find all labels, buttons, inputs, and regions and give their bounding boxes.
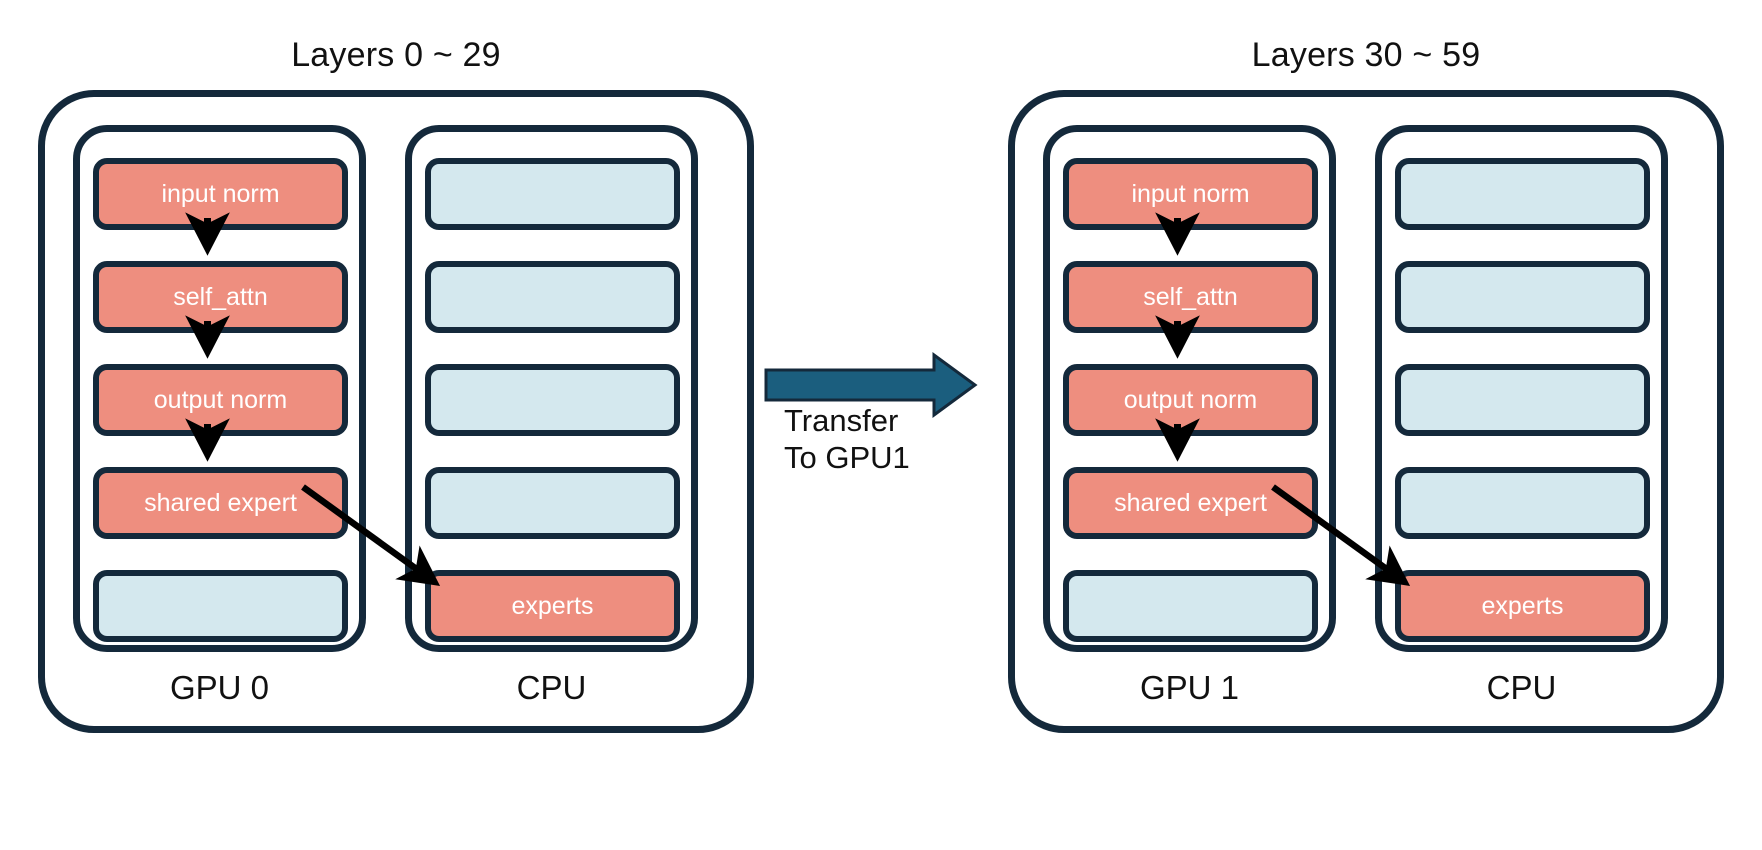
gpu0-slot-input-norm[interactable]: input norm: [93, 158, 348, 230]
cpu1-slot-1[interactable]: [1395, 158, 1650, 230]
gpu-caption-0: GPU 0: [169, 669, 270, 706]
gpu1-slot-empty[interactable]: [1063, 570, 1318, 642]
gpu0-slot-shared-expert[interactable]: shared expert: [93, 467, 348, 539]
gpu1-slot-self-attn[interactable]: self_attn: [1063, 261, 1318, 333]
device-group-0: input norm self_attn output norm shared …: [38, 90, 754, 733]
group-title-0: Layers 0 ~ 29: [291, 36, 501, 74]
cpu-caption-1: CPU: [1486, 669, 1557, 706]
gpu1-slot-input-norm[interactable]: input norm: [1063, 158, 1318, 230]
gpu-panel-1: input norm self_attn output norm shared …: [1043, 125, 1336, 652]
group-title-1: Layers 30 ~ 59: [1251, 36, 1481, 74]
gpu-panel-0: input norm self_attn output norm shared …: [73, 125, 366, 652]
cpu0-slot-2[interactable]: [425, 261, 680, 333]
cpu-panel-1: experts: [1375, 125, 1668, 652]
gpu1-slot-shared-expert[interactable]: shared expert: [1063, 467, 1318, 539]
cpu1-slot-3[interactable]: [1395, 364, 1650, 436]
cpu0-slot-3[interactable]: [425, 364, 680, 436]
gpu0-slot-output-norm[interactable]: output norm: [93, 364, 348, 436]
cpu1-slot-experts[interactable]: experts: [1395, 570, 1650, 642]
cpu1-slot-4[interactable]: [1395, 467, 1650, 539]
cpu1-slot-2[interactable]: [1395, 261, 1650, 333]
transfer-label: Transfer To GPU1: [784, 403, 910, 476]
cpu-panel-0: experts: [405, 125, 698, 652]
cpu0-slot-experts[interactable]: experts: [425, 570, 680, 642]
cpu0-slot-1[interactable]: [425, 158, 680, 230]
gpu0-slot-self-attn[interactable]: self_attn: [93, 261, 348, 333]
gpu1-slot-output-norm[interactable]: output norm: [1063, 364, 1318, 436]
cpu0-slot-4[interactable]: [425, 467, 680, 539]
transfer-label-line2: To GPU1: [784, 439, 910, 475]
cpu-caption-0: CPU: [516, 669, 587, 706]
device-group-1: input norm self_attn output norm shared …: [1008, 90, 1724, 733]
gpu0-slot-empty[interactable]: [93, 570, 348, 642]
transfer-label-line1: Transfer: [784, 403, 899, 438]
gpu-caption-1: GPU 1: [1139, 669, 1240, 706]
